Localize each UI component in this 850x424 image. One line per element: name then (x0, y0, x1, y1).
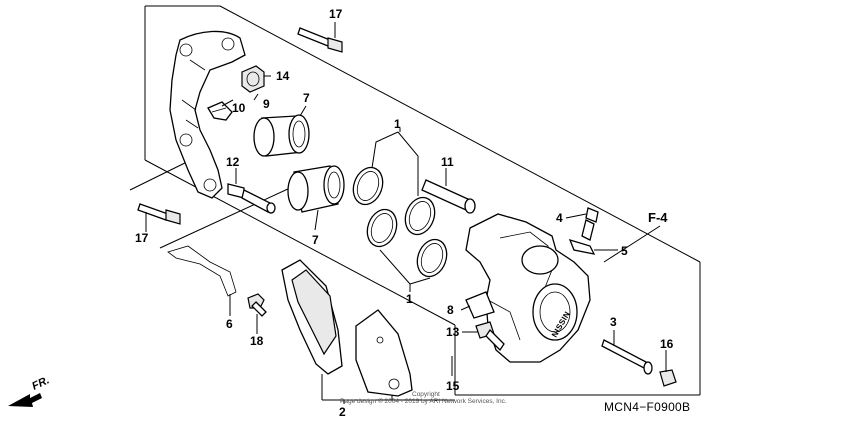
callout-14: 14 (276, 69, 290, 83)
callout-1-bottom: 1 (406, 292, 413, 306)
front-arrow-icon (8, 393, 42, 407)
copyright-watermark: Copyright Page design © 2004 - 2019 by A… (340, 391, 507, 405)
callout-10: 10 (232, 101, 246, 115)
callout-7-bottom: 7 (312, 233, 319, 247)
copyright-line-1: Copyright (412, 391, 440, 398)
leader-lines (145, 22, 667, 404)
piston-lower-part (287, 165, 345, 213)
callout-16: 16 (660, 337, 674, 351)
piston-upper-part (253, 114, 310, 157)
mounting-bolt-part (475, 321, 505, 352)
callout-3: 3 (610, 315, 617, 329)
callout-13: 13 (446, 325, 460, 339)
retainer-clip-part (207, 101, 233, 121)
pad-shim-part (465, 291, 495, 319)
front-direction-indicator: FR. (8, 374, 51, 407)
brake-pad-rear-part (355, 309, 413, 397)
callout-8: 8 (447, 303, 454, 317)
callout-4: 4 (556, 211, 563, 225)
front-indicator-label: FR. (30, 374, 51, 392)
pad-pin-plug-part (247, 293, 267, 317)
callout-9: 9 (263, 97, 270, 111)
reference-label: F-4 (648, 210, 668, 225)
diagram-code: MCN4−F0900B (604, 400, 690, 414)
caliper-pin-part (421, 179, 476, 214)
bracket-pin-part (227, 183, 276, 214)
callout-11: 11 (441, 155, 454, 169)
bleeder-valve-part (581, 207, 599, 241)
callout-12: 12 (226, 155, 240, 169)
callout-17-left: 17 (135, 231, 149, 245)
pad-spring-part (167, 245, 237, 297)
bracket-bolt-left-part (137, 203, 181, 225)
brake-pad-front-part (281, 259, 343, 375)
callout-6: 6 (226, 317, 233, 331)
bracket-bolt-top-part (297, 27, 343, 53)
copyright-line-2: Page design © 2004 - 2019 by ARI Network… (340, 397, 507, 405)
callout-18: 18 (250, 334, 264, 348)
pin-boot-part (241, 65, 265, 93)
callout-labels: 17 14 9 10 7 1 11 12 17 7 1 4 5 8 13 6 1… (135, 7, 674, 419)
callout-5: 5 (621, 244, 628, 258)
pad-pin-part (601, 339, 653, 375)
callout-15: 15 (446, 379, 460, 393)
caliper-bracket (169, 30, 246, 199)
callout-7-top: 7 (303, 91, 310, 105)
bleeder-cap-part (568, 238, 596, 255)
pin-plug-part (659, 369, 677, 387)
callout-1-top: 1 (394, 117, 401, 131)
callout-2: 2 (339, 405, 346, 419)
piston-seal-set-part (352, 166, 448, 278)
caliper-body-part: NISSIN (465, 213, 591, 363)
callout-17-top: 17 (329, 7, 343, 21)
